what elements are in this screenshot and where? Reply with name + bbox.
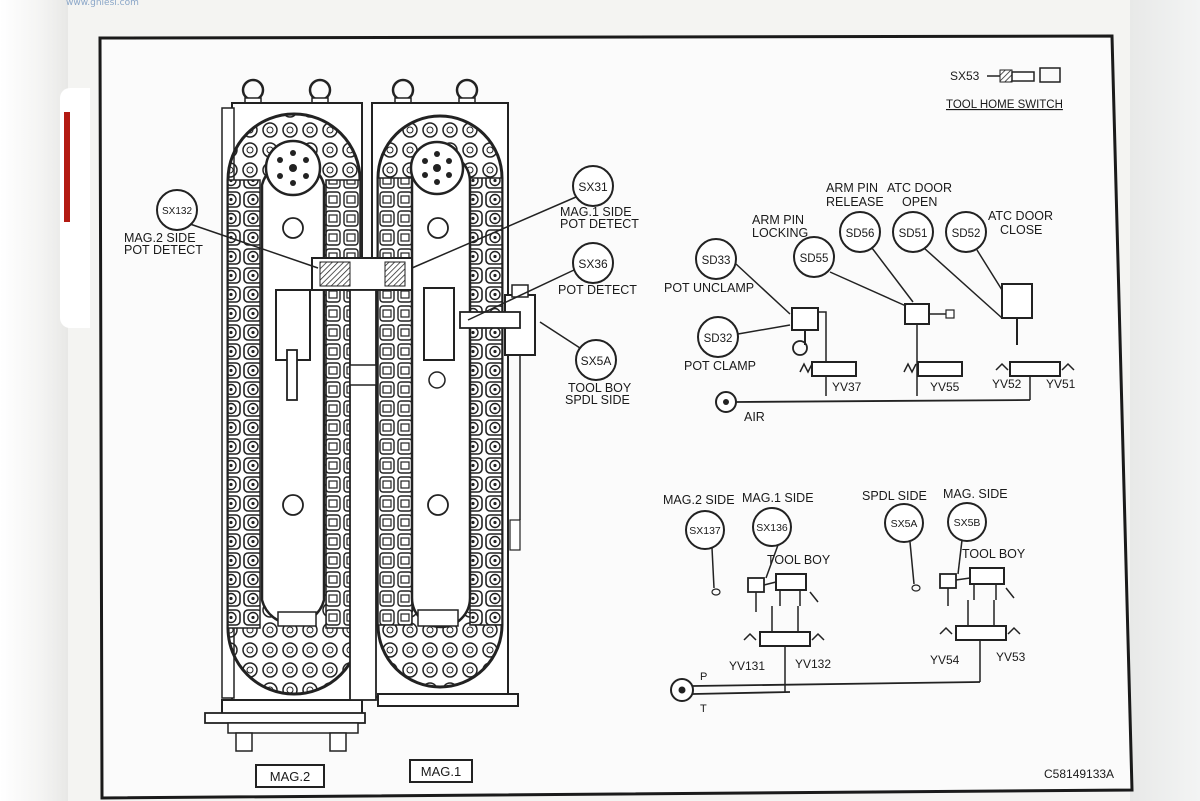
valve-yv52-yv51 bbox=[1009, 361, 1061, 377]
mag1-label: MAG.1 bbox=[421, 764, 461, 779]
mag2-label-box bbox=[255, 764, 325, 788]
valve-label-yv37: YV37 bbox=[832, 380, 862, 394]
air-caption-pot-clamp: POT CLAMP bbox=[684, 359, 756, 373]
switch-bubble-sx137 bbox=[685, 510, 725, 550]
group-label-mag1-side: MAG.1 SIDE bbox=[742, 491, 814, 505]
background-left bbox=[0, 0, 68, 801]
switch-bubble-sd56 bbox=[839, 211, 881, 253]
tool-home-switch: SX53 TOOL HOME SWITCH bbox=[946, 67, 1063, 111]
valve-label-yv53: YV53 bbox=[996, 650, 1026, 664]
sensor-bubble-sx5a bbox=[575, 339, 617, 381]
magazine-link-block bbox=[311, 257, 521, 701]
sensor-caption-sx31-1: MAG.1 SIDE bbox=[560, 205, 632, 219]
switch-id-sd32: SD32 bbox=[704, 333, 733, 345]
valve-yv55 bbox=[917, 361, 963, 377]
sensor-id-sx132: SX132 bbox=[162, 206, 192, 217]
part-number: C58149133A bbox=[1044, 767, 1114, 781]
air-caption-air: AIR bbox=[744, 410, 765, 424]
air-caption-pot-unclamp: POT UNCLAMP bbox=[664, 281, 754, 295]
switch-id-sx137: SX137 bbox=[689, 525, 721, 537]
magazine-sensor-callouts: SX132 MAG.2 SIDE POT DETECT SX31 MAG.1 S… bbox=[124, 165, 639, 407]
mag1-label-box bbox=[409, 759, 473, 783]
magazine-1-assembly bbox=[371, 78, 536, 707]
group-label-mag2-side: MAG.2 SIDE bbox=[663, 493, 735, 507]
valve-label-yv131: YV131 bbox=[729, 659, 765, 673]
group-label-spdl-side: SPDL SIDE bbox=[862, 489, 927, 503]
valve-yv54-yv53 bbox=[955, 625, 1007, 641]
mag2-label: MAG.2 bbox=[270, 769, 310, 784]
air-header-atc-door-open-2: OPEN bbox=[902, 195, 937, 209]
air-header-arm-pin-locking-1: ARM PIN bbox=[752, 213, 804, 227]
sensor-bubble-sx36 bbox=[572, 242, 614, 284]
sensor-id-sx31: SX31 bbox=[578, 180, 608, 194]
tool-home-switch-caption: TOOL HOME SWITCH bbox=[946, 99, 1063, 111]
valve-yv37 bbox=[811, 361, 857, 377]
background-right bbox=[1130, 0, 1200, 801]
sensor-caption-sx5a-2: SPDL SIDE bbox=[565, 393, 630, 407]
switch-bubble-sd55 bbox=[793, 236, 835, 278]
tool-boy-circuit: MAG.2 SIDE MAG.1 SIDE SPDL SIDE MAG. SID… bbox=[663, 487, 1026, 715]
switch-id-sd51: SD51 bbox=[899, 228, 928, 240]
switch-bubble-sx5a-b bbox=[884, 503, 924, 543]
sensor-caption-sx132-2: POT DETECT bbox=[124, 243, 203, 257]
port-label-p: P bbox=[700, 671, 707, 683]
air-header-arm-pin-locking-2: LOCKING bbox=[752, 226, 808, 240]
port-label-t: T bbox=[700, 703, 707, 715]
valve-label-yv132: YV132 bbox=[795, 657, 831, 671]
watermark: www.gnlesl.com bbox=[66, 0, 139, 8]
magazine-2-assembly bbox=[204, 78, 366, 752]
valve-label-yv54: YV54 bbox=[930, 653, 960, 667]
sensor-bubble-sx132 bbox=[156, 189, 198, 231]
switch-bubble-sd33 bbox=[695, 238, 737, 280]
group-label-mag-side: MAG. SIDE bbox=[943, 487, 1008, 501]
sensor-caption-sx132-1: MAG.2 SIDE bbox=[124, 231, 196, 245]
air-header-atc-door-close-1: ATC DOOR bbox=[988, 209, 1053, 223]
switch-bubble-sx136 bbox=[752, 507, 792, 547]
tool-home-switch-id: SX53 bbox=[950, 69, 980, 83]
switch-id-sx5a-b: SX5A bbox=[891, 518, 918, 530]
air-header-arm-pin-release-2: RELEASE bbox=[826, 195, 884, 209]
switch-id-sd33: SD33 bbox=[702, 255, 731, 267]
switch-bubble-sd52 bbox=[945, 211, 987, 253]
switch-bubble-sx5b bbox=[947, 502, 987, 542]
switch-id-sd52: SD52 bbox=[952, 228, 981, 240]
valve-label-yv51: YV51 bbox=[1046, 377, 1076, 391]
switch-id-sd56: SD56 bbox=[846, 228, 875, 240]
air-header-atc-door-open-1: ATC DOOR bbox=[887, 181, 952, 195]
sensor-caption-sx5a-1: TOOL BOY bbox=[568, 381, 632, 395]
switch-id-sx136: SX136 bbox=[756, 522, 788, 534]
air-header-atc-door-close-2: CLOSE bbox=[1000, 223, 1042, 237]
sensor-bubble-sx31 bbox=[572, 165, 614, 207]
valve-yv131-yv132 bbox=[759, 631, 811, 647]
switch-id-sd55: SD55 bbox=[800, 253, 829, 265]
air-header-arm-pin-release-1: ARM PIN bbox=[826, 181, 878, 195]
valve-label-yv55: YV55 bbox=[930, 380, 960, 394]
tool-boy-label-left: TOOL BOY bbox=[767, 553, 831, 567]
sensor-caption-sx36: POT DETECT bbox=[558, 283, 637, 297]
sensor-id-sx5a: SX5A bbox=[581, 354, 612, 368]
valve-label-yv52: YV52 bbox=[992, 377, 1022, 391]
sensor-id-sx36: SX36 bbox=[578, 257, 608, 271]
switch-bubble-sd51 bbox=[892, 211, 934, 253]
tool-boy-label-right: TOOL BOY bbox=[962, 547, 1026, 561]
air-circuit: ARM PIN ATC DOOR RELEASE OPEN ARM PIN LO… bbox=[664, 181, 1076, 424]
side-panel-red-strip bbox=[64, 112, 70, 222]
sensor-caption-sx31-2: POT DETECT bbox=[560, 217, 639, 231]
switch-bubble-sd32 bbox=[697, 316, 739, 358]
switch-id-sx5b: SX5B bbox=[954, 517, 981, 529]
